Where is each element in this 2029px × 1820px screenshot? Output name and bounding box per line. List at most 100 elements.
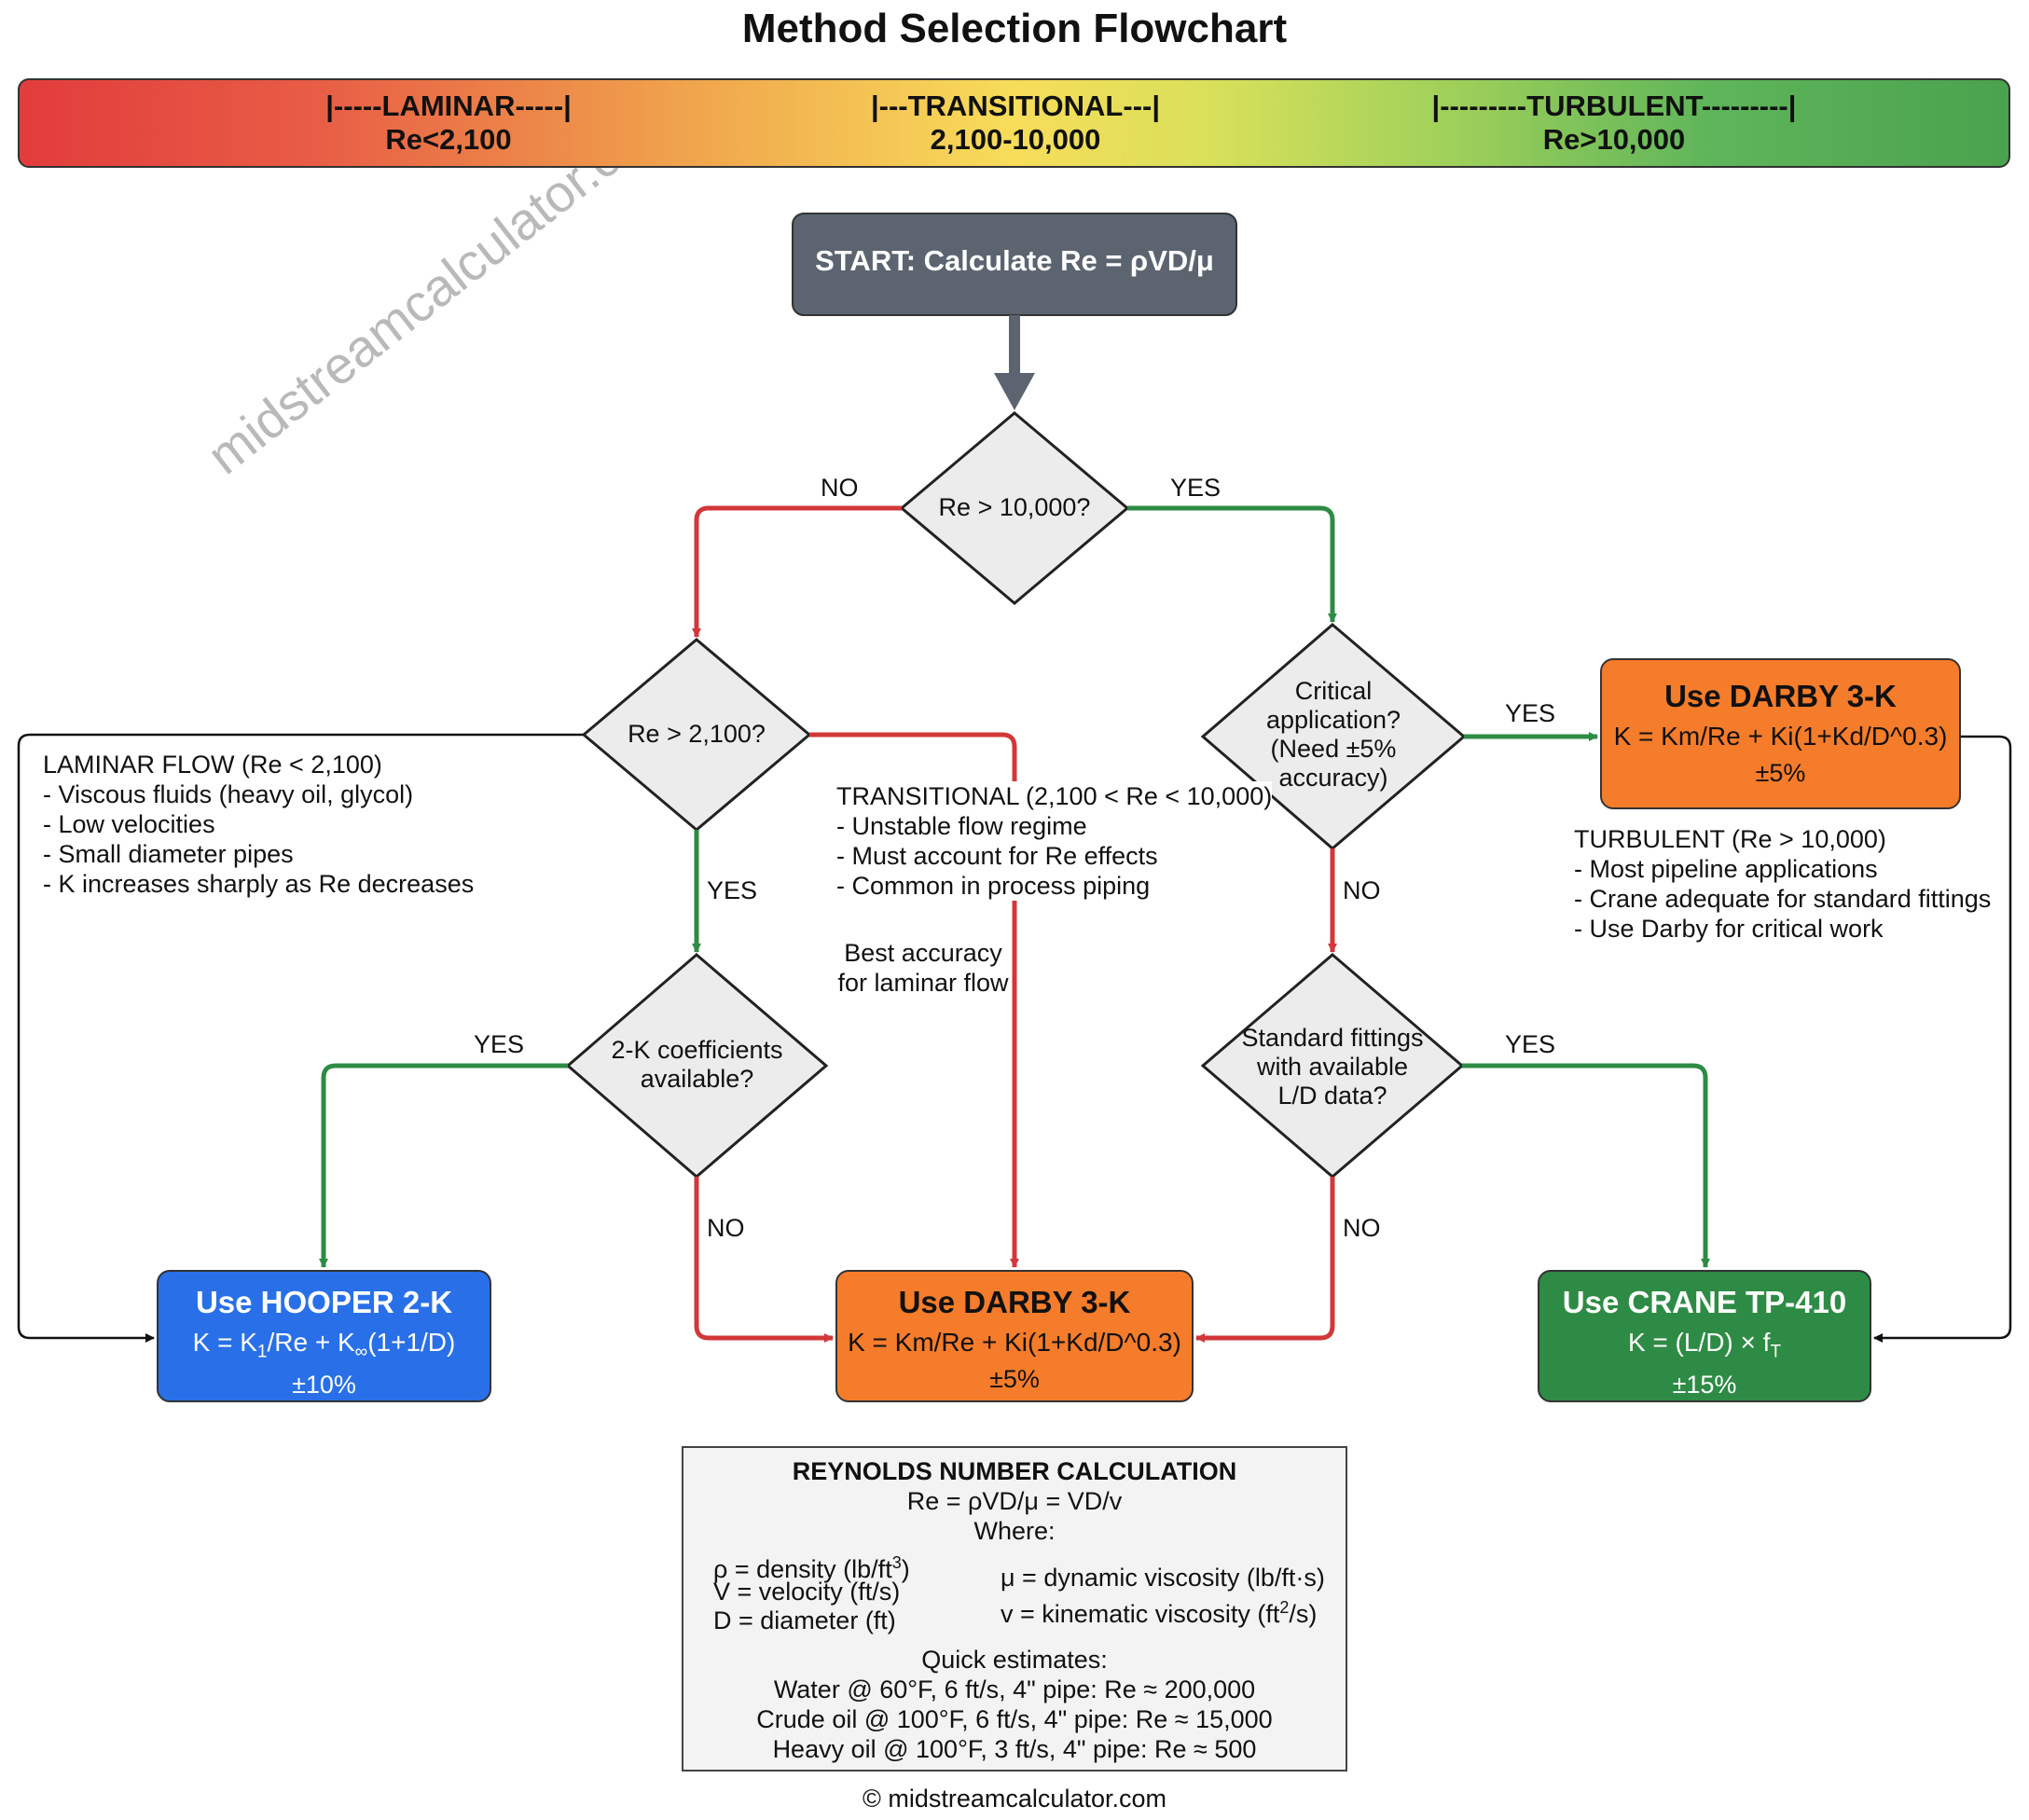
std-line-1: Standard fittings xyxy=(1241,1024,1424,1052)
hooper-formula-sub1: 1 xyxy=(256,1342,268,1362)
decision-re-10000-label: Re > 10,000? xyxy=(938,493,1091,521)
calc-diameter: D = diameter (ft) xyxy=(713,1606,896,1634)
darby-3k-box-bottom: Use DARBY 3-K K = Km/Re + Ki(1+Kd/D^0.3)… xyxy=(835,1270,1194,1402)
regime-transitional-range: 2,100-10,000 xyxy=(930,123,1101,156)
calc-where: Where: xyxy=(973,1517,1056,1545)
hooper-formula-c: (1+1/D) xyxy=(367,1328,456,1357)
decision-standard-fittings-label: Standard fittings with available L/D dat… xyxy=(1203,1024,1462,1110)
regime-transitional: |---TRANSITIONAL---| 2,100-10,000 xyxy=(773,90,1258,157)
darby-top-accuracy: ±5% xyxy=(1755,759,1806,787)
connector-re2100-to-darby xyxy=(809,732,1019,1268)
turbulent-note-3: - Use Darby for critical work xyxy=(1574,915,1884,943)
crane-formula-sub: T xyxy=(1770,1342,1782,1362)
laminar-note-0: LAMINAR FLOW (Re < 2,100) xyxy=(43,751,382,779)
decision-2k-label: 2-K coefficients available? xyxy=(568,1036,826,1094)
hooper-accuracy: ±10% xyxy=(292,1370,356,1399)
calc-water: Water @ 60°F, 6 ft/s, 4" pipe: Re ≈ 200,… xyxy=(773,1675,1256,1703)
2k-line-2: available? xyxy=(640,1065,754,1093)
calc-kinematic-viscosity: v = kinematic viscosity (ft2/s) xyxy=(1001,1593,1317,1629)
hooper-formula: K = K1/Re + K∞(1+1/D) xyxy=(159,1328,490,1363)
critical-line-4: accuracy) xyxy=(1278,764,1388,792)
decision-re-10000 xyxy=(899,411,1130,605)
laminar-note-4: - K increases sharply as Re decreases xyxy=(43,870,475,898)
best-accuracy-line-0: Best accuracy xyxy=(844,939,1002,967)
laminar-note-3: - Small diameter pipes xyxy=(43,840,294,868)
regime-laminar: |-----LAMINAR-----| Re<2,100 xyxy=(206,90,691,157)
darby-bottom-accuracy: ±5% xyxy=(989,1365,1040,1393)
transitional-note-2: - Must account for Re effects xyxy=(836,842,1158,870)
calc-heavy: Heavy oil @ 100°F, 3 ft/s, 4" pipe: Re ≈… xyxy=(772,1735,1257,1763)
connector-std-no xyxy=(1195,1177,1335,1343)
calc-density-a: ρ = density (lb/ft xyxy=(713,1555,892,1583)
calc-kinematic-b: /s) xyxy=(1289,1600,1318,1628)
2k-line-1: 2-K coefficients xyxy=(611,1036,783,1064)
transitional-note-3: - Common in process piping xyxy=(836,872,1151,900)
transitional-notes: TRANSITIONAL (2,100 < Re < 10,000) - Uns… xyxy=(836,781,1273,901)
regime-laminar-label: |-----LAMINAR-----| xyxy=(325,90,572,122)
label-no-top: NO xyxy=(821,474,859,502)
calc-kinematic-a: v = kinematic viscosity (ft xyxy=(1001,1600,1280,1628)
turbulent-note-1: - Most pipeline applications xyxy=(1574,855,1878,883)
crane-formula-a: K = (L/D) × f xyxy=(1627,1328,1771,1357)
calc-kinematic-sup: 2 xyxy=(1279,1598,1290,1617)
darby-top-formula: K = Km/Re + Ki(1+Kd/D^0.3) xyxy=(1613,722,1948,751)
laminar-notes: LAMINAR FLOW (Re < 2,100) - Viscous flui… xyxy=(43,750,474,899)
label-no-critical: NO xyxy=(1343,876,1381,904)
regime-bar: |-----LAMINAR-----| Re<2,100 |---TRANSIT… xyxy=(18,78,2010,168)
label-no-std: NO xyxy=(1343,1214,1381,1242)
label-no-2k: NO xyxy=(707,1214,745,1242)
transitional-note-0: TRANSITIONAL (2,100 < Re < 10,000) xyxy=(836,782,1273,810)
hooper-formula-b: /Re + K xyxy=(267,1328,355,1357)
copyright: © midstreamcalculator.com xyxy=(863,1785,1166,1813)
critical-line-2: application? xyxy=(1265,706,1401,734)
calc-quick-estimates: Quick estimates: xyxy=(921,1646,1108,1674)
turbulent-note-0: TURBULENT (Re > 10,000) xyxy=(1574,825,1886,853)
calc-equation: Re = ρVD/μ = VD/v xyxy=(906,1487,1123,1515)
calc-density-b: ) xyxy=(901,1555,910,1583)
connector-2k-yes xyxy=(319,1063,568,1268)
label-yes-std: YES xyxy=(1505,1030,1556,1058)
calc-density: ρ = density (lb/ft3) xyxy=(713,1549,910,1584)
decision-re-2100-label: Re > 2,100? xyxy=(628,720,766,748)
start-arrow-head xyxy=(994,373,1035,410)
label-yes-2k: YES xyxy=(474,1030,525,1058)
best-accuracy-line-1: for laminar flow xyxy=(837,969,1009,997)
start-label: START: Calculate Re = ρVD/μ xyxy=(815,244,1214,277)
turbulent-notes: TURBULENT (Re > 10,000) - Most pipeline … xyxy=(1574,824,1991,944)
std-line-3: L/D data? xyxy=(1277,1082,1387,1110)
hooper-title: Use HOOPER 2-K xyxy=(195,1285,453,1319)
regime-laminar-range: Re<2,100 xyxy=(385,123,512,156)
crane-accuracy: ±15% xyxy=(1672,1370,1737,1399)
crane-tp410-box: Use CRANE TP-410 K = (L/D) × fT ±15% xyxy=(1538,1270,1871,1402)
transitional-note-1: - Unstable flow regime xyxy=(836,812,1087,840)
calc-crude: Crude oil @ 100°F, 6 ft/s, 4" pipe: Re ≈… xyxy=(756,1705,1273,1733)
regime-transitional-label: |---TRANSITIONAL---| xyxy=(870,90,1161,122)
turbulent-note-2: - Crane adequate for standard fittings xyxy=(1574,885,1992,913)
darby-bottom-title: Use DARBY 3-K xyxy=(898,1285,1131,1319)
hooper-formula-a: K = K xyxy=(192,1328,257,1357)
std-line-2: with available xyxy=(1256,1053,1409,1081)
page-title: Method Selection Flowchart xyxy=(741,6,1288,51)
reynolds-calc-box: REYNOLDS NUMBER CALCULATION Re = ρVD/μ =… xyxy=(682,1446,1347,1772)
laminar-note-1: - Viscous fluids (heavy oil, glycol) xyxy=(43,780,414,808)
laminar-note-2: - Low velocities xyxy=(43,810,215,838)
connector-yes-to-critical xyxy=(1127,505,1337,623)
calc-dynamic-viscosity: μ = dynamic viscosity (lb/ft·s) xyxy=(1001,1564,1325,1592)
connector-std-yes xyxy=(1462,1063,1710,1268)
hooper-formula-subinf: ∞ xyxy=(354,1342,368,1362)
connector-no-to-re2100 xyxy=(692,505,902,638)
decision-critical-label: Critical application? (Need ±5% accuracy… xyxy=(1203,677,1464,793)
connector-darby-to-crane xyxy=(1873,735,2012,1343)
darby-bottom-formula: K = Km/Re + Ki(1+Kd/D^0.3) xyxy=(848,1328,1181,1357)
darby-3k-box-top: Use DARBY 3-K K = Km/Re + Ki(1+Kd/D^0.3)… xyxy=(1600,658,1961,809)
calc-velocity: V = velocity (ft/s) xyxy=(713,1578,901,1606)
label-yes-top: YES xyxy=(1170,474,1222,502)
hooper-2k-box: Use HOOPER 2-K K = K1/Re + K∞(1+1/D) ±10… xyxy=(157,1270,491,1402)
connector-2k-no xyxy=(694,1177,834,1343)
crane-formula: K = (L/D) × fT xyxy=(1539,1328,1870,1363)
calc-density-sup: 3 xyxy=(891,1553,902,1572)
regime-turbulent-range: Re>10,000 xyxy=(1542,123,1686,156)
connector-re2100-to-hooper xyxy=(17,733,584,1343)
darby-top-title: Use DARBY 3-K xyxy=(1664,679,1897,713)
critical-line-1: Critical xyxy=(1294,677,1373,705)
